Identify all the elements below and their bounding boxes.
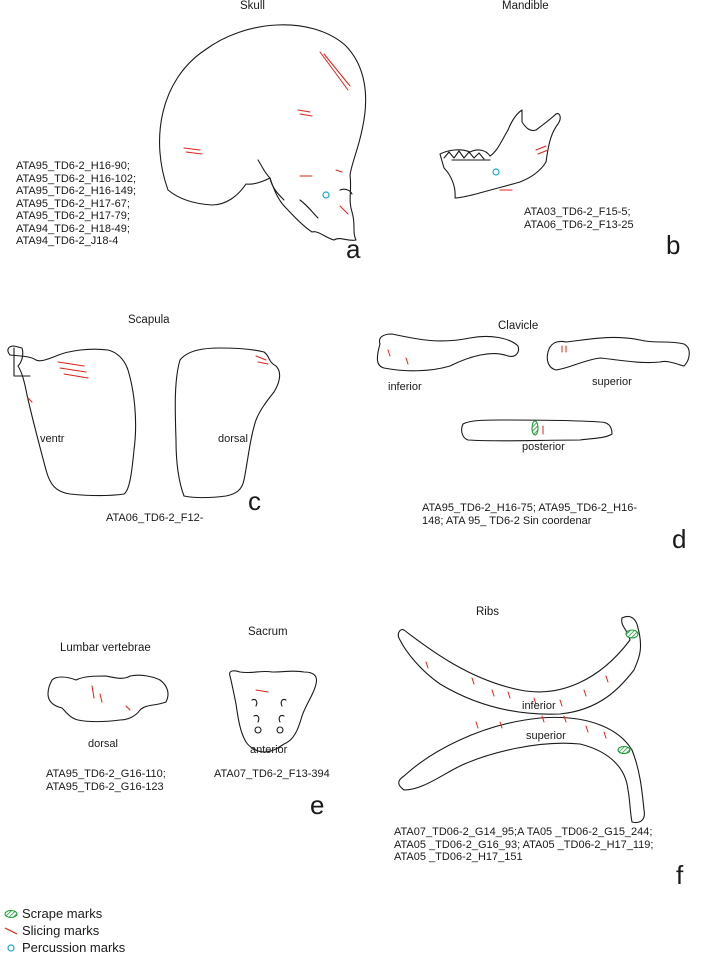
specimen-id: ATA95_TD6-2_G16-110;	[46, 768, 166, 780]
sacrum-drawing	[229, 670, 318, 753]
skull-drawing	[158, 24, 367, 241]
lumbar-dorsal-label: dorsal	[88, 738, 118, 750]
scrape-marks	[531, 420, 639, 755]
panel-c-specimen-list: ATA06_TD6-2_F12-	[106, 512, 203, 525]
scrape-mark-icon	[4, 909, 18, 918]
panel-a-title: Skull	[240, 0, 265, 12]
panel-c-letter: c	[248, 486, 261, 516]
panel-b-title: Mandible	[502, 0, 549, 12]
specimen-id: ATA06_TD6-2_F13-25	[524, 218, 634, 231]
panel-c-title: Scapula	[128, 314, 170, 326]
specimen-id: ATA95_TD6-2_H16-149;	[16, 185, 137, 197]
clavicle-superior-label: superior	[592, 376, 632, 388]
specimen-id: 148; ATA 95_ TD6-2 Sin coordenar	[422, 514, 592, 527]
panel-a-letter: a	[346, 234, 361, 264]
legend-item-percussion: Percussion marks	[4, 940, 125, 955]
legend-item-slicing: Slicing marks	[4, 923, 99, 938]
specimen-id: ATA95_TD6-2_H16-75; ATA95_TD6-2_H16-	[422, 502, 638, 514]
specimen-id: ATA07_TD6-2_F13-394	[214, 768, 330, 780]
scapula-dorsal-drawing	[174, 347, 281, 499]
scapula-ventral-label: ventr	[40, 433, 65, 445]
slicing-mark-icon	[4, 926, 18, 935]
legend-label: Slicing marks	[22, 923, 100, 938]
sacrum-specimen-list: ATA07_TD6-2_F13-394	[214, 768, 330, 781]
panel-d-letter: d	[672, 524, 687, 554]
specimen-id: ATA03_TD6-2_F15-5;	[524, 206, 631, 218]
panel-d-title: Clavicle	[498, 320, 539, 332]
legend-label: Percussion marks	[22, 940, 126, 955]
slicing-marks	[27, 51, 609, 739]
panel-f-specimen-list: ATA07_TD06-2_G14_95;A TA05 _TD06-2_G15_2…	[394, 826, 653, 864]
percussion-marks	[322, 168, 500, 199]
panel-f-title: Ribs	[476, 606, 500, 618]
clavicle-posterior-label: posterior	[522, 441, 565, 453]
panel-b-letter: b	[666, 230, 681, 260]
mandible-drawing	[439, 109, 561, 199]
specimen-id: ATA95_TD6-2_H16-90;	[16, 160, 130, 172]
sacrum-title: Sacrum	[248, 626, 288, 638]
lumbar-specimen-list: ATA95_TD6-2_G16-110; ATA95_TD6-2_G16-123	[46, 768, 166, 793]
panel-e-letter: e	[310, 790, 325, 820]
scapula-ventral-drawing	[7, 345, 137, 497]
panel-a-specimen-list: ATA95_TD6-2_H16-90; ATA95_TD6-2_H16-102;…	[16, 160, 136, 248]
specimen-id: ATA95_TD6-2_H17-67;	[16, 197, 130, 210]
clavicle-inferior-label: inferior	[388, 381, 422, 393]
lumbar-title: Lumbar vertebrae	[60, 642, 151, 654]
lumbar-vertebra-drawing	[47, 674, 169, 723]
specimen-id: ATA06_TD6-2_F12-	[106, 512, 204, 524]
panel-f-letter: f	[676, 860, 684, 890]
percussion-mark-icon	[7, 943, 15, 952]
specimen-id: ATA05 _TD06-2_H17_151	[394, 851, 523, 863]
ribs-superior-label: superior	[526, 730, 566, 742]
sacrum-anterior-label: anterior	[250, 744, 288, 756]
ribs-drawing	[397, 615, 645, 824]
panel-b-specimen-list: ATA03_TD6-2_F15-5; ATA06_TD6-2_F13-25	[524, 206, 634, 231]
specimen-id: ATA95_TD6-2_H16-102;	[16, 172, 137, 185]
specimen-id: ATA07_TD06-2_G14_95;A TA05 _TD06-2_G15_2…	[394, 826, 653, 838]
specimen-id: ATA95_TD6-2_G16-123	[46, 780, 164, 793]
specimen-id: ATA95_TD6-2_H17-79;	[16, 210, 130, 222]
panel-d-specimen-list: ATA95_TD6-2_H16-75; ATA95_TD6-2_H16- 148…	[422, 502, 637, 527]
legend-label: Scrape marks	[22, 906, 103, 921]
legend-item-scrape: Scrape marks	[4, 906, 102, 921]
scapula-dorsal-label: dorsal	[218, 433, 248, 445]
specimen-id: ATA94_TD6-2_J18-4	[16, 235, 119, 247]
clavicle-drawings	[376, 333, 690, 442]
specimen-id: ATA05 _TD06-2_G16_93; ATA05 _TD06-2_H17_…	[394, 838, 654, 851]
specimen-id: ATA94_TD6-2_H18-49;	[16, 222, 130, 235]
ribs-inferior-label: inferior	[522, 700, 556, 712]
